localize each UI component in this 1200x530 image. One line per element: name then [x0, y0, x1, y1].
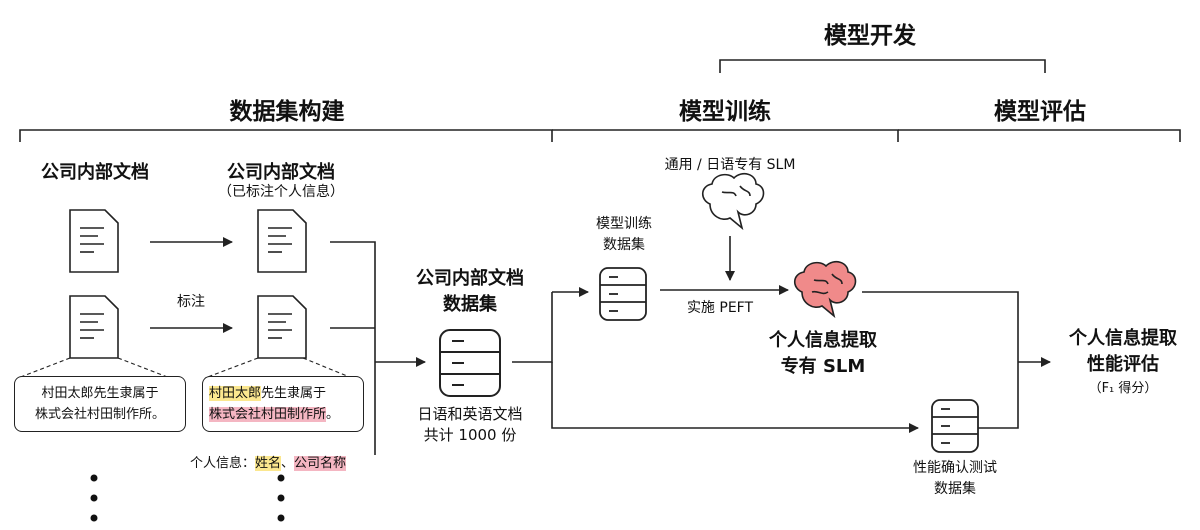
test-to-eval	[970, 362, 1019, 429]
ann-callout	[204, 357, 353, 379]
more-dots	[90, 474, 285, 522]
dataset-title-line1: 公司内部文档	[416, 268, 524, 289]
dataset-desc-line2: 共计 1000 份	[423, 426, 517, 444]
train-data-line1: 模型训练	[596, 216, 652, 232]
pii-company: 公司名称	[294, 456, 347, 471]
train-data-label: 模型训练 数据集	[574, 214, 674, 256]
raw-text-line1: 村田太郎先生隶属于	[41, 386, 159, 401]
general-slm-label: 通用 / 日语专有 SLM	[664, 157, 796, 173]
slm-label: 个人信息提取 专有 SLM	[748, 328, 898, 380]
database-icon-main	[439, 329, 501, 397]
model-training-header: 模型训练	[679, 99, 771, 125]
model-dev-header: 模型开发	[824, 23, 916, 49]
pii-prefix: 个人信息：	[190, 456, 256, 471]
annotate-label: 标注	[177, 294, 205, 310]
dataset-build-bracket	[19, 129, 553, 142]
dataset-desc: 日语和英语文档 共计 1000 份	[390, 404, 550, 446]
internal-docs-title: 公司内部文档	[41, 162, 149, 183]
model-training-bracket	[552, 129, 899, 142]
pii-name: 姓名	[255, 456, 282, 471]
annotated-text-box: 村田太郎先生隶属于 株式会社村田制作所。	[202, 376, 364, 432]
annotated-text-end: 。	[326, 407, 340, 422]
brain-icon-slm	[793, 260, 857, 319]
test-data-line2: 数据集	[934, 481, 976, 497]
dataset-title: 公司内部文档 数据集	[390, 266, 550, 318]
model-dev-bracket	[719, 59, 1046, 73]
raw-text-box: 村田太郎先生隶属于 株式会社村田制作所。	[14, 376, 186, 432]
annotated-name: 村田太郎	[209, 386, 262, 401]
raw-text-line2: 株式会社村田制作所。	[34, 407, 165, 422]
pii-legend: 个人信息：姓名、公司名称	[190, 452, 347, 471]
annotated-text-rest: 先生隶属于	[261, 386, 327, 401]
line-to-test-data	[551, 362, 919, 433]
brain-icon-general	[701, 172, 765, 231]
eval-result-line2: 性能评估	[1087, 354, 1159, 375]
annotated-docs-subtitle: （已标注个人信息）	[218, 184, 344, 200]
slm-line2: 专有 SLM	[780, 356, 866, 377]
eval-result: 个人信息提取 性能评估 （F₁ 得分）	[1050, 326, 1196, 399]
peft-label: 实施 PEFT	[686, 300, 754, 316]
database-icon-train	[599, 267, 647, 321]
test-data-label: 性能确认测试 数据集	[880, 458, 1030, 500]
model-eval-header: 模型评估	[994, 99, 1086, 125]
annotated-docs-title: 公司内部文档	[227, 162, 335, 183]
database-icon-test	[931, 399, 979, 453]
dataset-title-line2: 数据集	[443, 294, 497, 315]
dataset-desc-line1: 日语和英语文档	[417, 405, 523, 423]
eval-result-line3: （F₁ 得分）	[1088, 381, 1158, 396]
annotated-company: 株式会社村田制作所	[209, 407, 327, 422]
document-icon	[69, 209, 307, 359]
merge-line-1	[330, 241, 376, 362]
model-eval-bracket	[898, 129, 1181, 142]
raw-callout	[17, 357, 171, 379]
train-data-line2: 数据集	[603, 237, 645, 253]
slm-to-eval	[862, 291, 1019, 362]
dataset-build-header: 数据集构建	[229, 99, 345, 125]
pii-separator: 、	[281, 456, 295, 471]
eval-result-line1: 个人信息提取	[1069, 328, 1177, 349]
slm-line1: 个人信息提取	[769, 330, 877, 351]
test-data-line1: 性能确认测试	[913, 460, 997, 476]
